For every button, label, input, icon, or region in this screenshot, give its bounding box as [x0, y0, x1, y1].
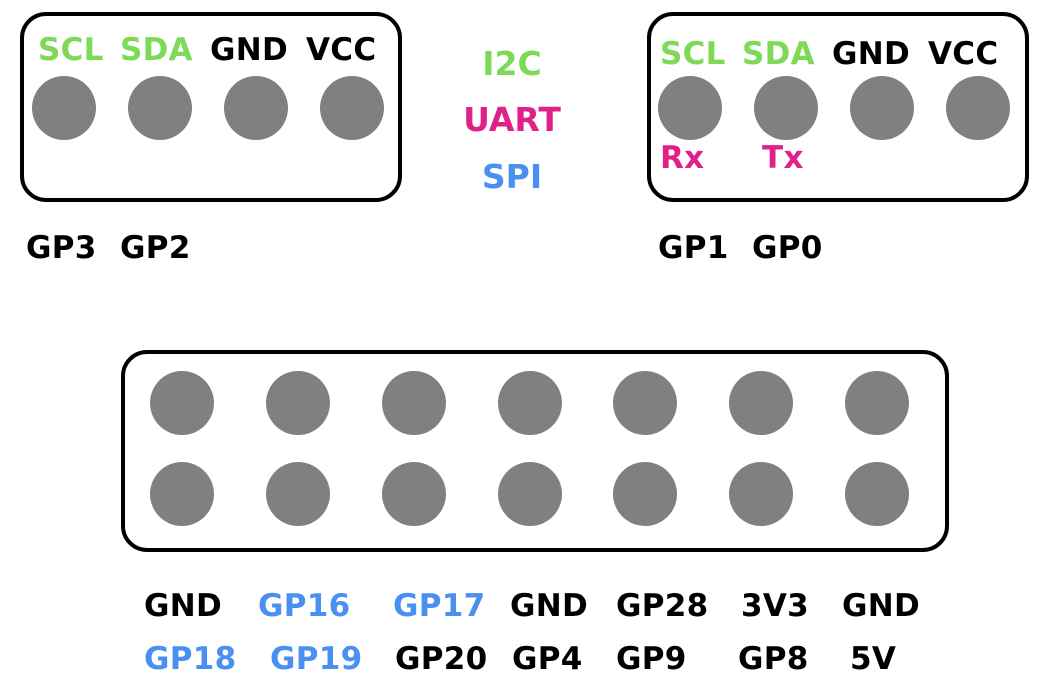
left-pin-scl [32, 76, 96, 140]
right-pin-scl [658, 76, 722, 140]
header-top-label-4: GND [510, 588, 589, 624]
header-bottom-label-1: GP18 [144, 641, 237, 677]
left-pin-vcc [320, 76, 384, 140]
right-pin-gnd [850, 76, 914, 140]
legend-i2c: I2C [482, 44, 542, 83]
left-vcc-label: VCC [306, 32, 377, 68]
header-pin-bottom-6 [729, 462, 793, 526]
right-gp1-label: GP1 [658, 230, 729, 266]
header-pin-bottom-1 [150, 462, 214, 526]
right-tx-label: Tx [762, 140, 804, 176]
left-pin-sda [128, 76, 192, 140]
right-pin-sda [754, 76, 818, 140]
left-scl-label: SCL [38, 32, 104, 68]
right-scl-label: SCL [660, 36, 726, 72]
header-pin-bottom-4 [498, 462, 562, 526]
right-gp0-label: GP0 [752, 230, 823, 266]
header-top-label-3: GP17 [393, 588, 486, 624]
header-pin-bottom-7 [845, 462, 909, 526]
header-bottom-label-4: GP4 [512, 641, 583, 677]
left-gnd-label: GND [210, 32, 289, 68]
header-top-label-6: 3V3 [741, 588, 810, 624]
header-bottom-label-7: 5V [850, 641, 897, 677]
header-pin-bottom-5 [613, 462, 677, 526]
header-bottom-label-6: GP8 [738, 641, 809, 677]
header-bottom-label-2: GP19 [270, 641, 363, 677]
header-pin-bottom-2 [266, 462, 330, 526]
header-pin-top-3 [382, 371, 446, 435]
header-top-label-7: GND [842, 588, 921, 624]
header-pin-top-6 [729, 371, 793, 435]
left-gp2-label: GP2 [120, 230, 191, 266]
header-pin-top-4 [498, 371, 562, 435]
header-pin-top-7 [845, 371, 909, 435]
header-top-label-2: GP16 [258, 588, 351, 624]
right-pin-vcc [946, 76, 1010, 140]
header-top-label-1: GND [144, 588, 223, 624]
header-top-label-5: GP28 [616, 588, 709, 624]
left-pin-gnd [224, 76, 288, 140]
right-rx-label: Rx [660, 140, 705, 176]
legend-spi: SPI [481, 157, 543, 196]
header-pin-top-1 [150, 371, 214, 435]
left-sda-label: SDA [120, 32, 193, 68]
right-vcc-label: VCC [928, 36, 999, 72]
header-bottom-label-5: GP9 [616, 641, 687, 677]
legend-uart: UART [463, 100, 561, 139]
header-bottom-label-3: GP20 [395, 641, 488, 677]
right-gnd-label: GND [832, 36, 911, 72]
left-gp3-label: GP3 [26, 230, 97, 266]
header-pin-bottom-3 [382, 462, 446, 526]
header-pin-top-5 [613, 371, 677, 435]
header-pin-top-2 [266, 371, 330, 435]
right-sda-label: SDA [742, 36, 815, 72]
